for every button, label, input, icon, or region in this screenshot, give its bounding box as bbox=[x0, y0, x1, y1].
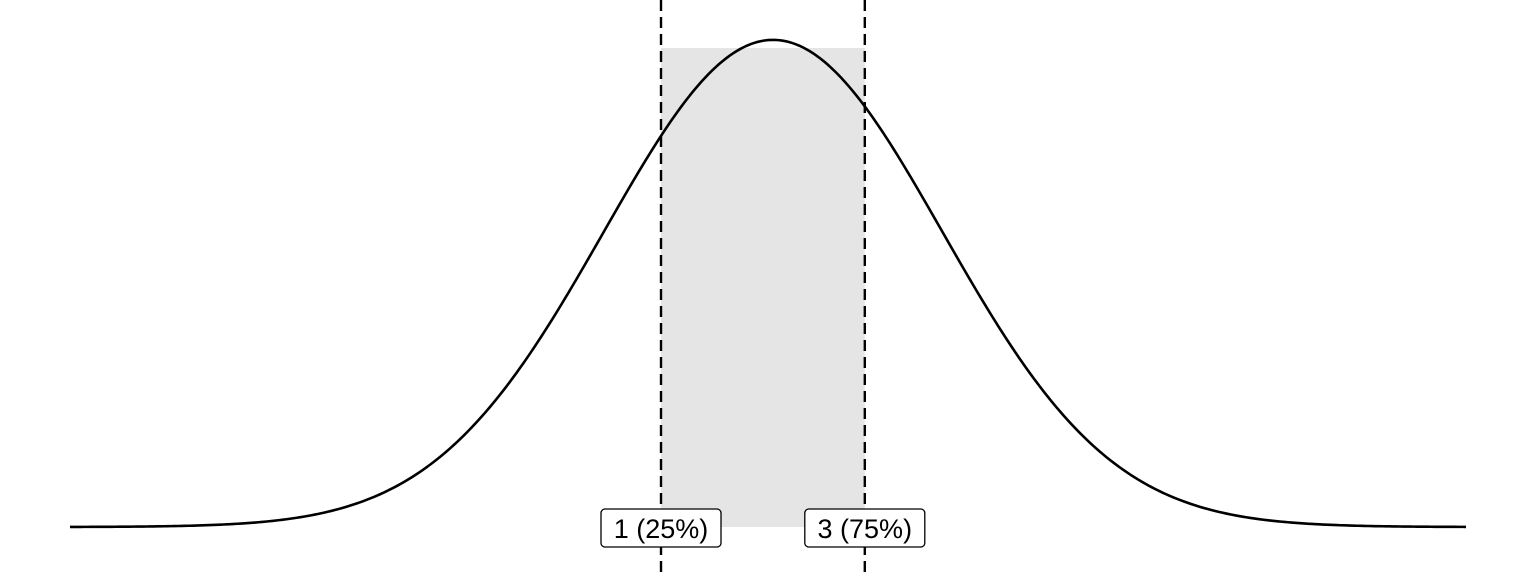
quantile-label-box bbox=[600, 508, 722, 548]
quantile-label-2: 3 (75%) bbox=[804, 508, 926, 548]
quantile-label-box bbox=[804, 508, 926, 548]
density-curve bbox=[70, 38, 1467, 529]
interquartile-shaded-region bbox=[661, 48, 865, 527]
quantile-label-text: 3 (75%) bbox=[818, 514, 913, 544]
quantile-label-text: 1 (25%) bbox=[614, 514, 709, 544]
quantile-label-1: 1 (25%) bbox=[600, 508, 722, 548]
